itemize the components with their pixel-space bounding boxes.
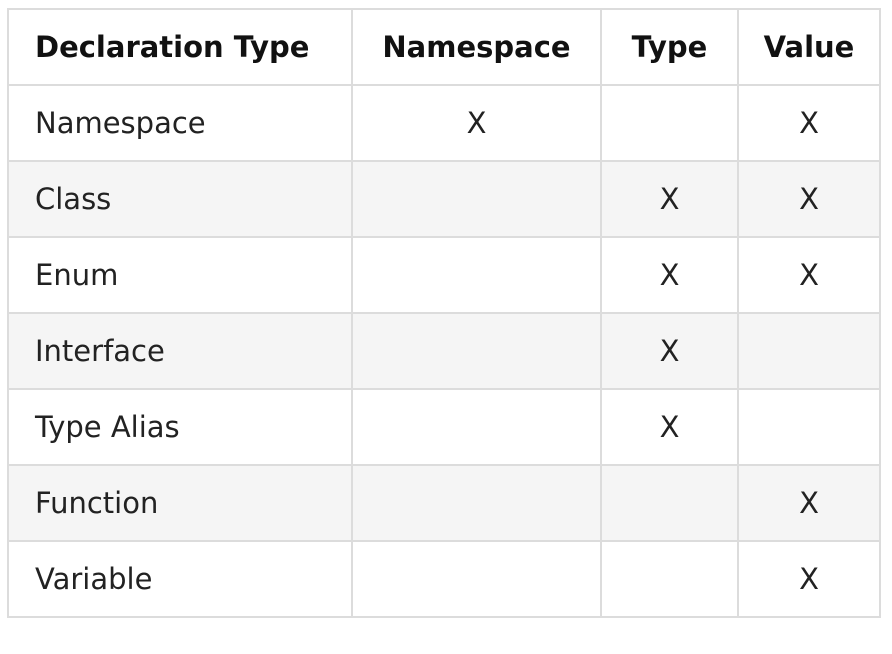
value-cell [737,388,881,466]
type-cell: X [600,312,739,390]
namespace-cell [351,312,602,390]
header-declaration-type: Declaration Type [7,8,353,86]
namespace-cell [351,540,602,618]
table-row: Enum X X [7,236,881,314]
table-row: Class X X [7,160,881,238]
declaration-type-cell: Enum [7,236,353,314]
header-row: Declaration Type Namespace Type Value [7,8,881,86]
type-cell: X [600,236,739,314]
namespace-cell [351,388,602,466]
declaration-type-cell: Class [7,160,353,238]
value-cell: X [737,540,881,618]
table-header: Declaration Type Namespace Type Value [7,8,881,86]
value-cell: X [737,160,881,238]
type-cell [600,84,739,162]
declaration-type-cell: Function [7,464,353,542]
header-namespace: Namespace [351,8,602,86]
value-cell: X [737,84,881,162]
declaration-type-cell: Interface [7,312,353,390]
table-row: Function X [7,464,881,542]
declaration-type-cell: Type Alias [7,388,353,466]
type-cell [600,464,739,542]
type-cell: X [600,388,739,466]
value-cell: X [737,464,881,542]
header-type: Type [600,8,739,86]
value-cell: X [737,236,881,314]
type-cell [600,540,739,618]
header-value: Value [737,8,881,86]
declaration-type-cell: Variable [7,540,353,618]
type-cell: X [600,160,739,238]
value-cell [737,312,881,390]
namespace-cell: X [351,84,602,162]
namespace-cell [351,464,602,542]
table-body: Namespace X X Class X X Enum X X Interfa… [7,84,881,618]
declaration-merging-table: Declaration Type Namespace Type Value Na… [7,8,881,618]
namespace-cell [351,160,602,238]
table-row: Type Alias X [7,388,881,466]
declaration-type-cell: Namespace [7,84,353,162]
table-row: Interface X [7,312,881,390]
table-row: Namespace X X [7,84,881,162]
table-row: Variable X [7,540,881,618]
namespace-cell [351,236,602,314]
